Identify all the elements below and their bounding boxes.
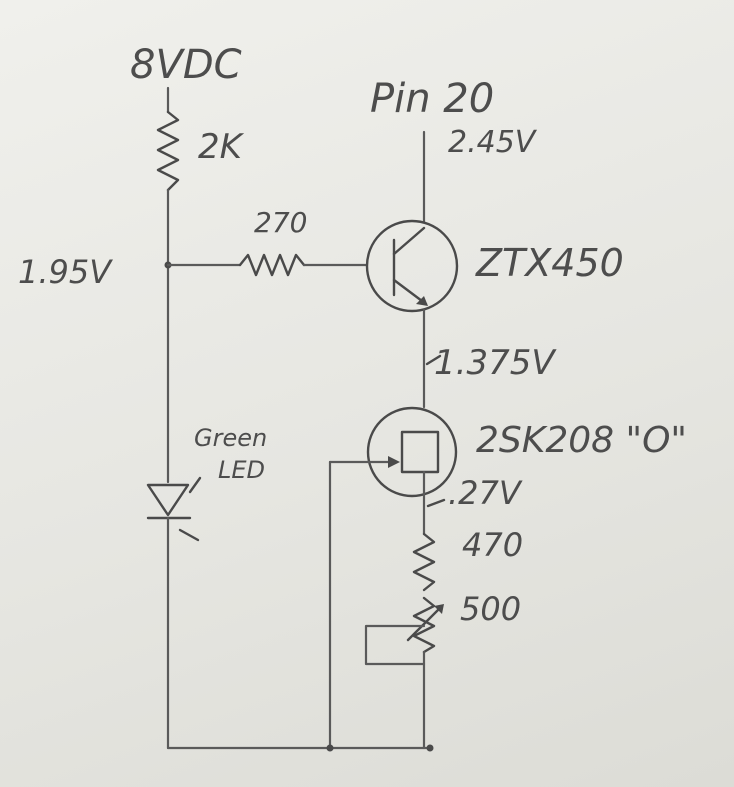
label-led-line2: LED xyxy=(218,456,265,484)
node-dot-gate-gnd xyxy=(326,744,334,752)
label-r1: 2K xyxy=(198,127,245,167)
label-pot: 500 xyxy=(460,590,521,628)
resistor-270 xyxy=(238,253,306,277)
transistor-emitter-arrow xyxy=(416,296,428,306)
source-pointer xyxy=(426,498,446,508)
label-transistor: ZTX450 xyxy=(475,241,624,285)
resistor-470 xyxy=(412,532,436,592)
label-source-voltage: .27V xyxy=(448,474,523,512)
resistor-2k xyxy=(156,110,180,192)
transistor-circle xyxy=(365,219,459,313)
label-rb: 270 xyxy=(254,206,307,239)
node-dot-right-gnd xyxy=(426,744,434,752)
pot-wiper-arrow xyxy=(434,604,444,614)
label-supply: 8VDC xyxy=(130,42,242,88)
label-fet: 2SK208 "O" xyxy=(476,420,687,461)
emitter-pointer xyxy=(425,354,442,366)
wire-pot-loop xyxy=(364,624,426,666)
led-arrow-2 xyxy=(178,528,200,542)
gate-arrow xyxy=(388,456,400,468)
fet-channel xyxy=(400,430,440,474)
led-triangle xyxy=(146,483,190,517)
label-led-line1: Green xyxy=(194,424,267,452)
transistor-collector xyxy=(392,226,426,256)
label-pin: Pin 20 xyxy=(370,76,494,122)
label-node-voltage: 1.95V xyxy=(18,253,113,291)
label-pin-voltage: 2.45V xyxy=(448,125,538,160)
pot-wiper xyxy=(406,604,444,642)
led-arrow-1 xyxy=(188,476,202,494)
fet-circle xyxy=(366,406,458,498)
label-emitter-voltage: 1.375V xyxy=(434,343,557,383)
label-r2: 470 xyxy=(462,526,523,564)
